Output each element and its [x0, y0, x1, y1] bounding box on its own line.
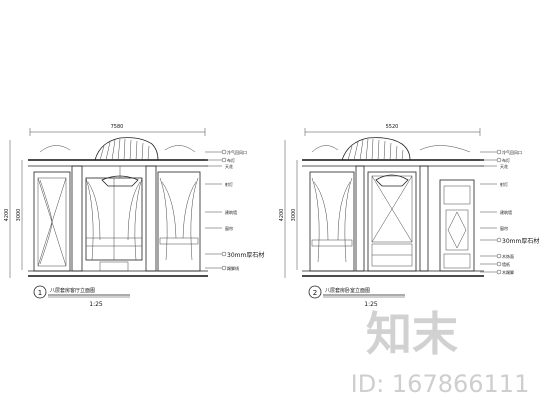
- left-callout-2: 天花: [225, 163, 233, 169]
- left-callout-1: 布灯: [227, 157, 235, 163]
- right-overall-width: 5520: [386, 124, 399, 130]
- right-left-curtain-window: [309, 171, 355, 272]
- left-chandelier-dome: [94, 137, 159, 161]
- left-callouts: 冷气回风口 布灯 天花 射灯 建筑墙 窗帘 30mm厚石材 踢脚线: [205, 149, 264, 271]
- right-title: 八层套房卧室立面图: [325, 287, 370, 294]
- left-height-total: 4200: [4, 209, 10, 222]
- left-scale: 1:25: [89, 301, 103, 308]
- right-callout-0: 冷气回风口: [502, 149, 522, 155]
- right-callout-2: 天花: [500, 163, 508, 169]
- right-chandelier-pendant: [375, 174, 409, 187]
- right-callout-3: 射灯: [500, 181, 508, 187]
- left-callout-7: 踢脚线: [227, 265, 239, 271]
- right-callout-9: 木踢脚: [502, 269, 514, 275]
- right-callout-7: 木饰面: [502, 253, 514, 259]
- right-door: [439, 179, 475, 272]
- left-callout-3: 射灯: [225, 181, 233, 187]
- right-scale: 1:25: [364, 301, 378, 308]
- right-chandelier-dome: [341, 137, 411, 161]
- right-callout-4: 建筑墙: [500, 209, 512, 215]
- right-elevation: 5520 4200 3000: [279, 124, 539, 308]
- watermark-id: ID: 167866111: [351, 370, 530, 398]
- watermark: 知末 ID: 167866111: [351, 307, 530, 398]
- left-overall-width: 7580: [111, 124, 124, 130]
- left-elevation: 7580 4200 3000: [4, 124, 264, 308]
- right-height-sub: 3000: [291, 209, 297, 222]
- right-title-number-circle: [308, 285, 322, 299]
- right-callouts: 冷气回风口 布灯 天花 射灯 建筑墙 窗帘 30mm厚石材 木饰面 墙纸 木踢脚: [480, 149, 539, 275]
- left-title-number: 1: [38, 289, 42, 297]
- left-title-number-circle: [33, 285, 47, 299]
- right-height-total: 4200: [279, 209, 285, 222]
- left-callout-6: 30mm厚石材: [227, 251, 264, 259]
- right-center-panel: [367, 171, 417, 272]
- left-title: 八层套房客厅立面图: [50, 287, 95, 294]
- left-height-sub: 3000: [16, 209, 22, 222]
- right-title-number: 2: [313, 289, 317, 297]
- right-callout-6: 30mm厚石材: [502, 237, 539, 245]
- left-right-window: [157, 171, 201, 272]
- right-callout-5: 窗帘: [500, 225, 508, 231]
- right-callout-1: 布灯: [502, 157, 510, 163]
- right-callout-8: 墙纸: [502, 261, 510, 267]
- left-door-panel: [33, 171, 71, 272]
- left-callout-4: 建筑墙: [225, 209, 237, 215]
- left-callout-5: 窗帘: [225, 225, 233, 231]
- watermark-logo: 知末: [366, 307, 458, 361]
- left-callout-0: 冷气回风口: [227, 149, 247, 155]
